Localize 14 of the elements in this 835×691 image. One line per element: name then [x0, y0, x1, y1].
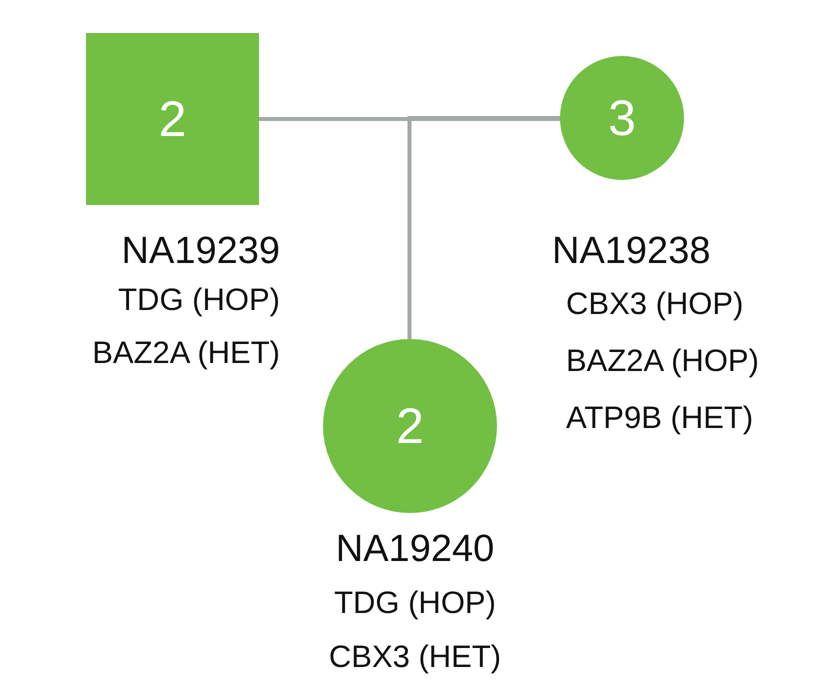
- gene-variant: BAZ2A (HOP): [566, 345, 760, 376]
- gene-variant: CBX3 (HOP): [566, 288, 744, 319]
- sample-id: NA19239: [120, 232, 280, 270]
- sample-id: NA19240: [334, 530, 496, 568]
- individual-count: 3: [608, 93, 636, 143]
- individual-count: 2: [396, 401, 424, 451]
- individual-count: 2: [158, 94, 186, 144]
- gene-variant: CBX3 (HET): [328, 641, 502, 672]
- sample-id: NA19238: [552, 232, 712, 270]
- gene-variant: TDG (HOP): [333, 587, 497, 618]
- male-square: [86, 33, 259, 205]
- gene-variant: ATP9B (HET): [566, 402, 754, 433]
- gene-variant: BAZ2A (HET): [91, 337, 280, 368]
- gene-variant: TDG (HOP): [117, 284, 280, 315]
